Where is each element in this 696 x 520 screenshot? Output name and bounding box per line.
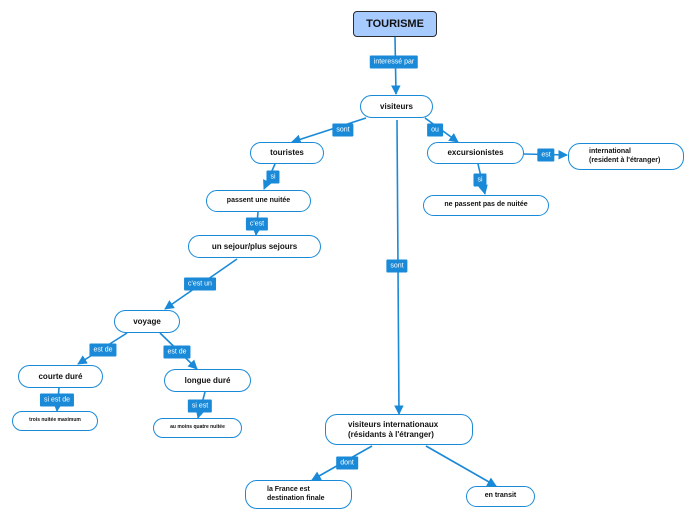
node-excursionistes[interactable]: excursionistes [427,142,524,164]
label-sont-touristes: sont [332,123,354,137]
node-tourisme[interactable]: TOURISME [353,11,437,37]
node-passent-une-nuitee[interactable]: passent une nuitée [206,190,311,212]
edge-internationaux-transit [425,445,497,487]
label-si-est: si est [187,399,213,413]
edge-visiteurs-touristes [291,117,367,144]
label-est-de-courte: est de [89,343,117,357]
node-ne-passent-pas[interactable]: ne passent pas de nuitée [423,195,549,216]
node-trois-nuitee[interactable]: trois nuitée maximum [12,411,98,431]
node-longue-dure[interactable]: longue duré [164,369,251,392]
node-france-destination[interactable]: la France est destination finale [245,480,352,509]
label-si-excursionistes: si [473,173,487,187]
node-sejour[interactable]: un sejour/plus sejours [188,235,321,258]
label-est-de-longue: est de [163,345,191,359]
node-touristes[interactable]: touristes [250,142,324,164]
label-dont: dont [336,456,358,470]
label-ou: ou [427,123,443,137]
label-si-est-de: si est de [39,393,75,407]
node-international[interactable]: international (resident à l'étranger) [568,143,684,170]
label-si-touristes: si [266,170,280,184]
label-sont-internationaux: sont [386,259,408,273]
label-c-est-un: c'est un [184,277,216,291]
node-visiteurs[interactable]: visiteurs [360,95,433,118]
node-courte-dure[interactable]: courte duré [18,365,103,388]
node-visiteurs-internationaux[interactable]: visiteurs internationaux (résidants à l'… [325,414,473,445]
label-c-est: c'est [245,217,269,231]
label-est-international: est [537,148,555,162]
label-interesse-par: interessé par [369,55,419,69]
node-voyage[interactable]: voyage [114,310,180,333]
node-quatre-nuitee[interactable]: au moins quatre nuitée [153,418,242,438]
node-en-transit[interactable]: en transit [466,486,535,507]
